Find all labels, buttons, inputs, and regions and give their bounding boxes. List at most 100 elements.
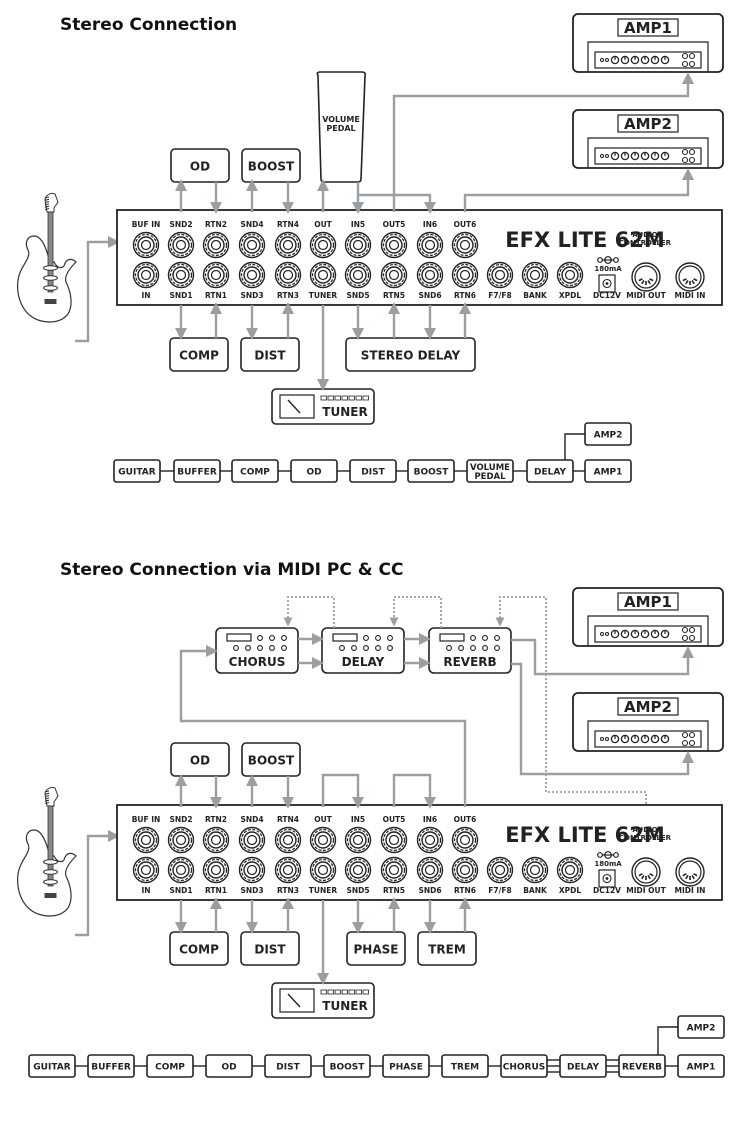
jack-knurl	[276, 263, 300, 287]
jack-label-bottom: IN	[141, 886, 150, 895]
dist-pedal: DIST	[240, 931, 300, 966]
jack-hole	[175, 864, 187, 876]
pedal-label: OD	[190, 754, 210, 768]
jack-label-bottom: RTN5	[383, 886, 405, 895]
midi-pin	[649, 278, 654, 282]
amp-label: AMP1	[624, 19, 672, 37]
dc-jack-pin	[605, 282, 609, 285]
guitar-pickup	[43, 869, 58, 875]
fx-knob	[446, 645, 452, 651]
amp1: AMP1	[572, 587, 724, 647]
jack-top	[380, 231, 408, 259]
jack-knurl	[418, 828, 442, 852]
jack-hole	[282, 834, 294, 846]
amp-knob	[630, 151, 640, 161]
jack-bottom	[451, 856, 479, 884]
guitar-tuner-peg	[44, 207, 50, 211]
jack-label-bottom: SND3	[240, 291, 263, 300]
jack-label-top: IN5	[351, 815, 365, 824]
pedal-label: PHASE	[354, 943, 399, 957]
midi-cable-reverb-delay	[389, 596, 442, 628]
amp-input-jack	[688, 52, 696, 60]
guitar-bridge	[44, 299, 57, 304]
midi-inner	[634, 265, 658, 289]
jack-knurl	[169, 858, 193, 882]
midi-cable-delay-chorus	[283, 596, 335, 628]
jack-knurl	[488, 263, 512, 287]
cable-out6-amp2	[463, 168, 694, 212]
jack-label-bottom: RTN1	[205, 886, 227, 895]
jack-hole	[175, 269, 187, 281]
jack-knurl	[558, 858, 582, 882]
amp-led	[605, 154, 609, 158]
guitar-tuner-peg	[44, 799, 50, 802]
chain-block-label: GUITAR	[118, 468, 155, 478]
midi-pin	[693, 278, 698, 282]
jack-knurl	[453, 233, 477, 257]
jack-label-top: OUT6	[454, 815, 477, 824]
jack-hole	[140, 239, 152, 251]
guitar-tuner-peg	[44, 196, 50, 199]
jack-hole	[246, 834, 258, 846]
jack-bottom	[486, 261, 514, 289]
tuner-led	[355, 989, 362, 995]
pedal-label: TREM	[428, 943, 466, 957]
jack-hole	[388, 864, 400, 876]
jack-hole	[246, 239, 258, 251]
jack-bottom	[167, 856, 195, 884]
reverb-unit: REVERB	[428, 627, 512, 674]
chain-block-label: GUITAR	[33, 1063, 70, 1073]
tuner-led	[334, 989, 341, 995]
jack-label-top: OUT	[314, 220, 332, 229]
chain-block-label: PHASE	[389, 1063, 423, 1073]
jack-bottom	[202, 856, 230, 884]
cable-volume-in6	[358, 193, 436, 214]
midi-inner	[678, 860, 702, 884]
chain-block-label: DELAY	[567, 1063, 599, 1073]
cable-out5-amp1	[392, 72, 694, 212]
tuner-meter	[279, 988, 315, 1013]
pedal-label: BOOST	[248, 160, 295, 174]
jack-bottom	[238, 856, 266, 884]
volume-pedal-label: PEDAL	[326, 124, 355, 133]
amp-label: AMP2	[624, 698, 672, 716]
jack-knurl	[240, 233, 264, 257]
fx-knob	[387, 645, 393, 651]
jack-hole	[529, 269, 541, 281]
jack-top	[167, 231, 195, 259]
jack-knurl	[204, 828, 228, 852]
jack-top	[380, 826, 408, 854]
jack-knurl	[311, 858, 335, 882]
amp-input-jack	[681, 731, 689, 739]
midi-in-port	[675, 262, 705, 292]
pedal-body	[169, 337, 229, 372]
jack-label-bottom: SND6	[418, 886, 441, 895]
guitar-tuner-peg	[44, 203, 50, 206]
jack-top	[344, 231, 372, 259]
brand-name: EFX LITE 62M	[505, 228, 665, 252]
jack-label-bottom: TUNER	[309, 291, 338, 300]
jack-hole	[424, 834, 436, 846]
chain-block-label: AMP2	[594, 431, 623, 441]
midi-cable-controller-reverb	[495, 596, 647, 836]
fx-knob	[233, 645, 239, 651]
guitar-pickup	[43, 265, 58, 271]
midi-in-label: MIDI IN	[675, 886, 706, 895]
midi-inner	[634, 860, 658, 884]
guitar-headstock	[44, 787, 59, 807]
cable-out6-chorus	[179, 645, 467, 807]
jack-label-bottom: RTN3	[277, 291, 299, 300]
amp-led	[605, 737, 609, 741]
jack-knurl	[382, 233, 406, 257]
jack-hole	[352, 239, 364, 251]
chain-block-label: DELAY	[534, 468, 566, 478]
pedal-body	[345, 337, 476, 372]
amp-knob	[640, 55, 650, 65]
od-pedal: OD	[170, 742, 230, 777]
amp-led	[600, 58, 604, 62]
jack-bottom	[416, 261, 444, 289]
